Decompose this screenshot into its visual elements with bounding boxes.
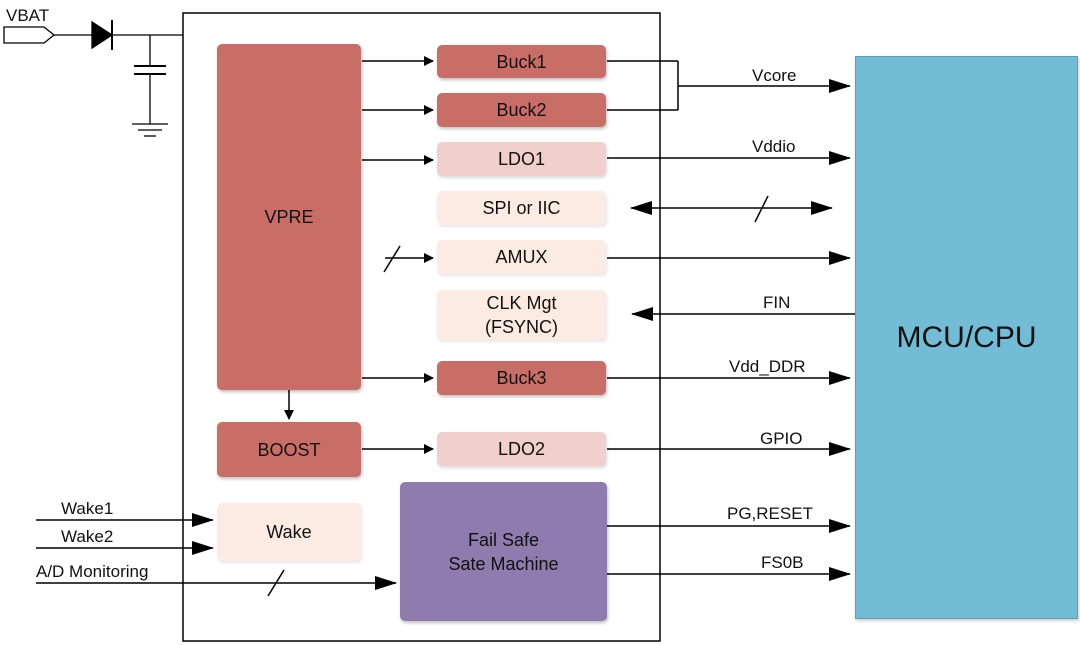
fail-safe-state-machine-block: Fail Safe Sate Machine: [400, 482, 607, 621]
input-lines: [36, 513, 397, 597]
spi-iic-block: SPI or IIC: [437, 191, 606, 225]
buck2-block: Buck2: [437, 93, 606, 127]
ldo2-block: LDO2: [437, 432, 606, 466]
mcu-cpu-block: MCU/CPU: [855, 56, 1078, 619]
ldo1-block: LDO1: [437, 142, 606, 176]
buck1-block: Buck1: [437, 45, 606, 78]
buck3-block: Buck3: [437, 361, 606, 395]
pg-reset-label: PG,RESET: [727, 504, 813, 523]
fin-label: FIN: [763, 293, 791, 312]
fs0b-label: FS0B: [761, 553, 804, 572]
vcore-label: Vcore: [752, 66, 797, 85]
wake-block: Wake: [217, 503, 361, 561]
gpio-label: GPIO: [760, 429, 803, 448]
vdd-ddr-label: Vdd_DDR: [729, 357, 806, 376]
vbat-input-circuit: [3, 20, 183, 137]
clk-mgt-block: CLK Mgt (FSYNC): [437, 290, 606, 340]
vpre-block: VPRE: [217, 44, 361, 390]
vcore-combine-lines: [607, 60, 851, 111]
pmic-outline: [182, 12, 661, 642]
wake1-label: Wake1: [61, 499, 114, 518]
wake2-label: Wake2: [61, 527, 114, 546]
vddio-label: Vddio: [752, 137, 796, 156]
vbat-label: VBAT: [6, 6, 50, 25]
ad-monitoring-label: A/D Monitoring: [36, 562, 149, 581]
boost-block: BOOST: [217, 422, 361, 477]
output-lines: [607, 151, 855, 581]
amux-block: AMUX: [437, 240, 606, 274]
internal-connections: [284, 56, 434, 454]
